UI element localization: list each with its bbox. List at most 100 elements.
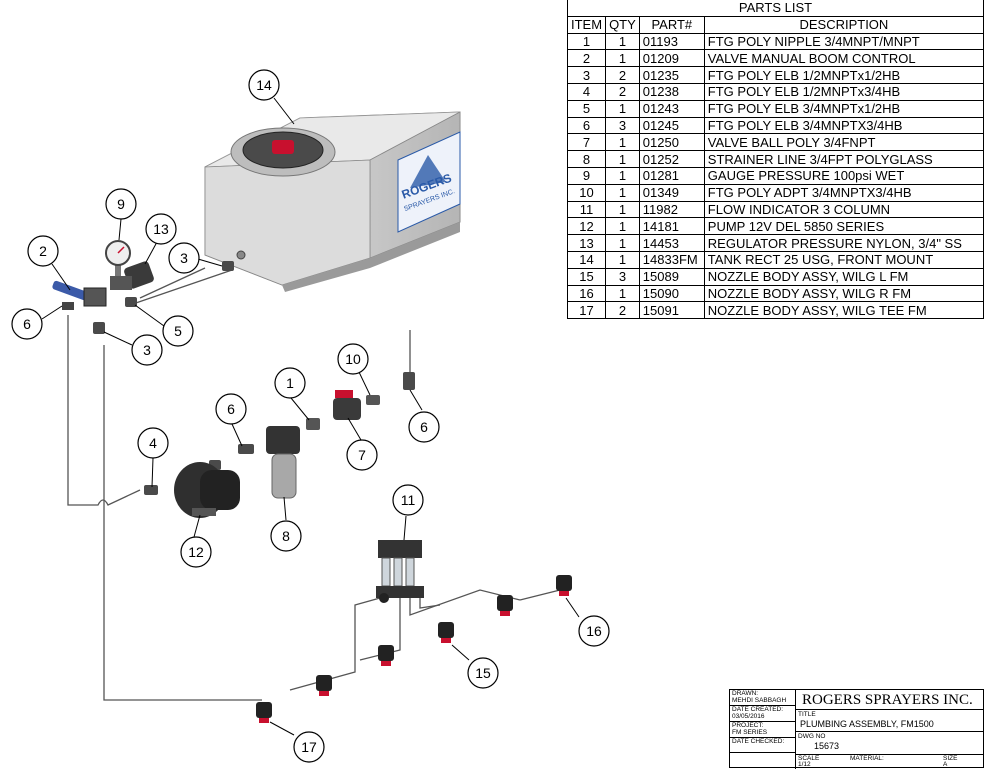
col-header-item: ITEM <box>566 15 607 34</box>
qty-cell: 1 <box>605 234 640 252</box>
item-cell: 10 <box>566 183 607 202</box>
svg-text:14: 14 <box>256 77 272 93</box>
item-cell: 15 <box>566 267 607 286</box>
qty-cell: 1 <box>605 166 640 185</box>
part-number-cell: 11982 <box>638 200 705 219</box>
callout-9: 9 <box>105 188 137 220</box>
col-header-qty: QTY <box>605 15 640 34</box>
qty-cell: 1 <box>605 49 640 68</box>
part-number-cell: 15089 <box>638 267 705 286</box>
title-label: TITLE <box>798 711 816 718</box>
callout-15: 15 <box>467 657 499 689</box>
fittings <box>93 261 415 495</box>
description-cell: TANK RECT 25 USG, FRONT MOUNT <box>703 250 984 269</box>
svg-text:3: 3 <box>180 250 188 266</box>
item-cell: 7 <box>566 133 607 152</box>
part-number-cell: 01193 <box>638 32 705 51</box>
qty-cell: 2 <box>605 82 640 101</box>
item-cell: 11 <box>566 200 607 219</box>
part-number-cell: 01245 <box>638 116 705 135</box>
svg-text:7: 7 <box>358 447 366 463</box>
callout-10: 10 <box>337 343 369 375</box>
rogers-sprayers-logo: ROGERS SPRAYERS INC. <box>397 131 461 233</box>
description-cell: NOZZLE BODY ASSY, WILG R FM <box>703 284 984 303</box>
date-checked-label: DATE CHECKED: <box>732 738 785 745</box>
item-cell: 14 <box>566 250 607 269</box>
part-number-cell: 14181 <box>638 217 705 236</box>
material-label: MATERIAL: <box>850 755 884 762</box>
item-cell: 13 <box>566 234 607 252</box>
item-cell: 9 <box>566 166 607 185</box>
part-number-cell: 01238 <box>638 82 705 101</box>
callout-3b: 3 <box>131 334 163 366</box>
company-name: ROGERS SPRAYERS INC. <box>802 692 973 708</box>
size: A <box>943 761 948 768</box>
title-block: DRAWN: MEHDI SABBAGH DATE CREATED: 03/05… <box>729 689 984 769</box>
callout-8: 8 <box>270 520 302 552</box>
qty-cell: 1 <box>605 99 640 118</box>
qty-cell: 1 <box>605 284 640 303</box>
callout-16: 16 <box>578 615 610 647</box>
date-created: 03/05/2016 <box>732 713 765 720</box>
svg-text:5: 5 <box>174 323 182 339</box>
callout-17: 17 <box>293 731 325 763</box>
dwg-no: 15673 <box>814 741 840 751</box>
scale-label: SCALE <box>798 755 820 762</box>
item-cell: 17 <box>566 301 607 320</box>
callout-11: 11 <box>392 484 424 516</box>
svg-text:2: 2 <box>39 243 47 259</box>
qty-cell: 1 <box>605 133 640 152</box>
qty-cell: 2 <box>605 301 640 320</box>
svg-text:8: 8 <box>282 528 290 544</box>
drawing-title: PLUMBING ASSEMBLY, FM1500 <box>800 719 934 729</box>
scale: 1/12 <box>798 761 811 768</box>
svg-text:6: 6 <box>23 316 31 332</box>
qty-cell: 1 <box>605 200 640 219</box>
boom-control-valve <box>52 280 107 310</box>
description-cell: GAUGE PRESSURE 100psi WET <box>703 166 984 185</box>
item-cell: 5 <box>566 99 607 118</box>
svg-text:11: 11 <box>401 492 416 508</box>
item-cell: 6 <box>566 116 607 135</box>
callout-2: 2 <box>27 235 59 267</box>
svg-text:10: 10 <box>345 351 361 367</box>
callout-7: 7 <box>346 439 378 471</box>
svg-text:12: 12 <box>188 544 204 560</box>
nozzle-bodies <box>256 575 572 723</box>
description-cell: REGULATOR PRESSURE NYLON, 3/4" SS <box>703 234 984 252</box>
item-cell: 2 <box>566 49 607 68</box>
part-number-cell: 14833FM <box>638 250 705 269</box>
date-created-label: DATE CREATED: <box>732 706 784 713</box>
drawn-label: DRAWN: <box>732 690 759 697</box>
pump <box>174 462 240 518</box>
size-label: SIZE <box>943 755 958 762</box>
callout-13: 13 <box>145 213 177 245</box>
description-cell: STRAINER LINE 3/4FPT POLYGLASS <box>703 150 984 168</box>
qty-cell: 1 <box>605 150 640 168</box>
drawn-by: MEHDI SABBAGH <box>732 697 787 704</box>
callout-5: 5 <box>162 315 194 347</box>
part-number-cell: 14453 <box>638 234 705 252</box>
description-cell: VALVE MANUAL BOOM CONTROL <box>703 49 984 68</box>
callout-6b: 6 <box>215 393 247 425</box>
part-number-cell: 01252 <box>638 150 705 168</box>
col-header-part: PART# <box>638 15 705 34</box>
hose-lines <box>67 267 561 701</box>
parts-list-title: PARTS LIST <box>567 0 984 17</box>
svg-text:17: 17 <box>301 739 317 755</box>
part-number-cell: 01209 <box>638 49 705 68</box>
item-cell: 8 <box>566 150 607 168</box>
title-block-info: DRAWN: MEHDI SABBAGH DATE CREATED: 03/05… <box>730 690 796 769</box>
description-cell: NOZZLE BODY ASSY, WILG L FM <box>703 267 984 286</box>
svg-text:3: 3 <box>143 342 151 358</box>
